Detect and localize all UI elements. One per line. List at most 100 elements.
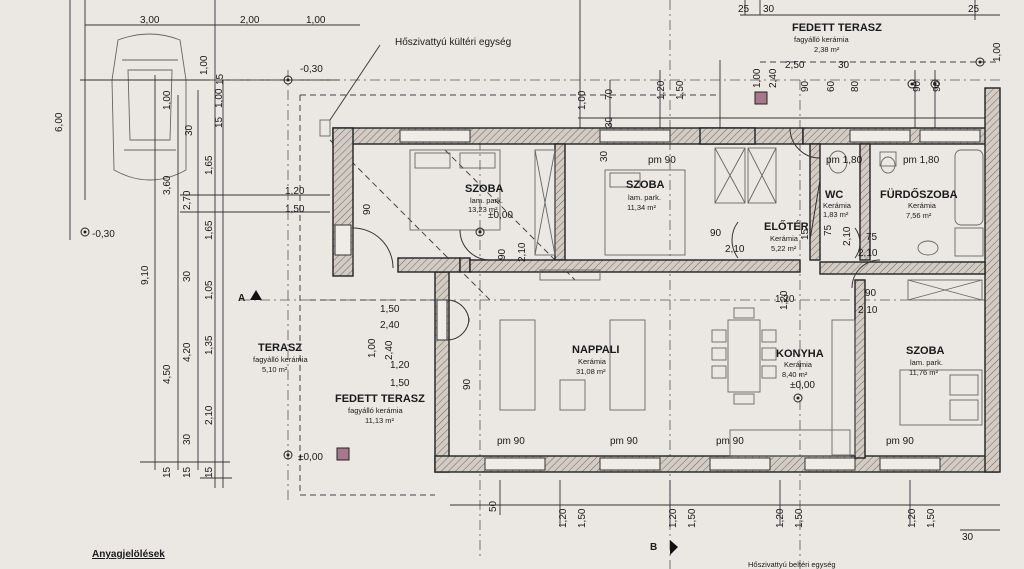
level-label: -0,30 [92, 229, 115, 240]
dimension: 90 [800, 80, 811, 92]
dimension: 15 [182, 466, 193, 478]
room-name: FEDETT TERASZ [792, 22, 882, 34]
heatpump-indoor-label: Hőszivattyú beltéri egység [748, 560, 836, 569]
dimension: 1,20 [656, 80, 667, 100]
bottom-dimension-lines [450, 480, 1000, 531]
legend-title: Anyagjelölések [92, 549, 165, 560]
dimension: 1,00 [752, 68, 763, 88]
dimension: 1,20 [907, 508, 918, 528]
heatpump-leader [329, 44, 381, 121]
room-floor: Kerámia [770, 234, 799, 243]
window-label: pm 1,80 [903, 155, 940, 166]
dimension: 15 [215, 73, 226, 85]
furniture [319, 119, 984, 457]
dimension: 2,00 [240, 15, 260, 26]
top-dimensions: 3,00 2,00 1,00 25 30 25 2,50 30 1,00 [140, 4, 1003, 71]
dimension: 15 [800, 228, 811, 240]
dimension: 30 [763, 4, 775, 15]
room-fedett-terasz-2: FEDETT TERASZ fagyálló kerámia 2,38 m² [792, 22, 882, 54]
room-floor: lam. park. [470, 196, 503, 205]
room-name: TERASZ [258, 342, 302, 354]
room-floor: fagyálló kerámia [348, 406, 403, 415]
room-nappali: NAPPALI Kerámia 31,08 m² [572, 344, 619, 376]
section-b-label: B [650, 542, 657, 553]
dimension: 1,20 [775, 508, 786, 528]
dimension: 1,00 [992, 42, 1003, 62]
dimension: 1,50 [926, 508, 937, 528]
dimension: 70 [604, 88, 615, 100]
room-szoba-3: SZOBA lam. park. 11,76 m² [906, 345, 945, 377]
dimension: 1,50 [285, 204, 305, 215]
room-area: 1,83 m² [823, 210, 849, 219]
room-name: SZOBA [906, 345, 945, 357]
room-konyha: KONYHA Kerámia 8,40 m² ±0,00 [776, 348, 824, 391]
dimension: 25 [968, 4, 980, 15]
room-name: WC [825, 189, 843, 201]
bottom-dimensions: 50 1,20 1,50 1,20 1,50 1,20 1,50 1,20 1,… [488, 500, 974, 543]
window-label: pm 90 [886, 436, 914, 447]
dimension: 1,50 [675, 80, 686, 100]
room-area: 11,34 m² [627, 203, 657, 212]
dimension: 1,50 [687, 508, 698, 528]
level-label: -0,30 [300, 64, 323, 75]
dimension: 60 [826, 80, 837, 92]
dimension: 2,70 [182, 190, 193, 210]
window-label: pm 90 [610, 436, 638, 447]
dimension: 1,00 [214, 88, 225, 108]
dimension: 4,50 [162, 364, 173, 384]
level-label: ±0,00 [298, 452, 323, 463]
room-wc: WC Kerámia 1,83 m² [823, 189, 852, 219]
dimension: 1,00 [577, 90, 588, 110]
dimension: 50 [488, 500, 499, 512]
dimension: 1,35 [204, 335, 215, 355]
dimension: 2,10 [858, 305, 878, 316]
dimension: 15 [162, 466, 173, 478]
dimension: 15 [214, 116, 225, 128]
dimension: 1,00 [199, 55, 210, 75]
window-label: pm 90 [497, 436, 525, 447]
dimension: 1,50 [577, 508, 588, 528]
room-area: 8,40 m² [782, 370, 808, 379]
top-dimension-lines [578, 0, 1000, 130]
room-furdoszoba: FÜRDŐSZOBA Kerámia 7,56 m² [880, 188, 958, 220]
door-swings [352, 127, 881, 341]
dimension: 1,00 [162, 90, 173, 110]
room-name: KONYHA [776, 348, 824, 360]
top-vertical-dimensions: 1,00 15 1,00 70 30 1,20 1,50 1,00 2,40 9… [199, 55, 943, 162]
section-arrow-a [250, 290, 262, 300]
section-arrow-b [670, 540, 678, 555]
room-level: ±0,00 [488, 210, 513, 221]
room-fedett-terasz-1: FEDETT TERASZ fagyálló kerámia 11,13 m² [335, 393, 425, 425]
room-area: 11,76 m² [909, 368, 939, 377]
room-name: SZOBA [465, 183, 504, 195]
dimension: 2,50 [785, 60, 805, 71]
car-outline [111, 33, 187, 181]
dimension: 2,40 [768, 68, 779, 88]
column-markers [336, 91, 768, 461]
room-floor: Kerámia [823, 201, 852, 210]
dimension: 30 [184, 124, 195, 136]
window-label: pm 1,80 [826, 155, 863, 166]
room-area: 2,38 m² [814, 45, 840, 54]
dimension: 2,10 [725, 244, 745, 255]
dimension: 3,60 [162, 175, 173, 195]
dimension: 75 [823, 224, 834, 236]
dimension: 1,00 [367, 338, 378, 358]
dimension: 90 [462, 378, 473, 390]
dimension: 1,50 [390, 378, 410, 389]
window-label: pm 90 [648, 155, 676, 166]
room-name: FÜRDŐSZOBA [880, 188, 958, 201]
room-level: ±0,00 [790, 380, 815, 391]
dimension: 2,10 [842, 226, 853, 246]
room-eloter: ELŐTÉR Kerámia 5,22 m² [764, 220, 809, 253]
room-floor: lam. park. [628, 193, 661, 202]
dimension: 90 [497, 248, 508, 260]
dimension: 1,65 [204, 155, 215, 175]
room-floor: Kerámia [784, 360, 813, 369]
room-area: 7,56 m² [906, 211, 932, 220]
dimension: 30 [599, 150, 610, 162]
section-a-label: A [238, 293, 245, 304]
room-szoba-2: SZOBA lam. park. 11,34 m² [626, 179, 665, 212]
dimension: 80 [850, 80, 861, 92]
dimension: 30 [182, 433, 193, 445]
